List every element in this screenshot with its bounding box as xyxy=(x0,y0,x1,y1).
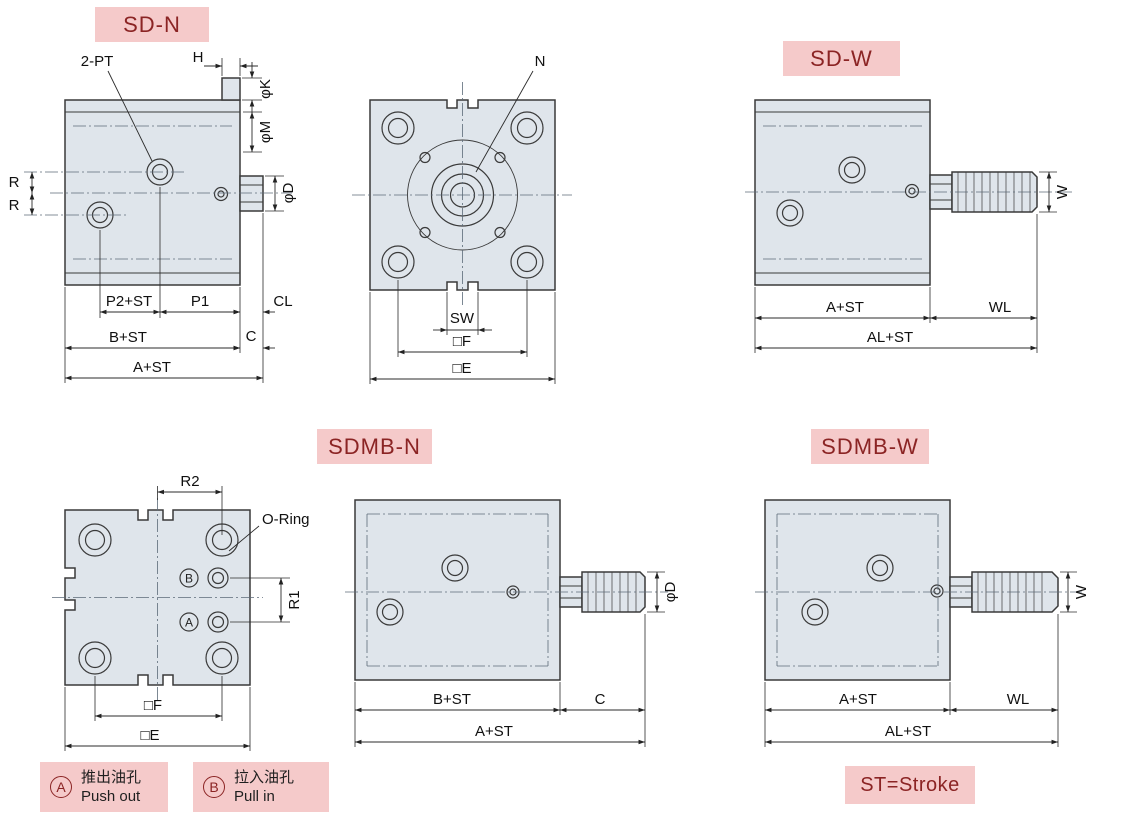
dim-label-b-st: B+ST xyxy=(433,691,471,708)
legend-pull-in: B 拉入油孔 Pull in xyxy=(193,762,329,812)
center-lines xyxy=(52,498,263,700)
title-sd-n: SD-N xyxy=(95,7,209,42)
threaded-rod xyxy=(951,171,1038,213)
dimension-lines xyxy=(29,58,284,383)
cylinder-body xyxy=(64,77,264,286)
sd-n-side-view: 2-PT H φK φM φD R R P2+ST P1 CL B+ST C A… xyxy=(9,49,297,383)
dim-label-a-st: A+ST xyxy=(826,299,864,316)
dim-label-o-ring: O-Ring xyxy=(262,511,310,528)
sd-w-side-view: W A+ST WL AL+ST xyxy=(745,99,1072,353)
dim-label-wl: WL xyxy=(1007,691,1030,708)
dim-label-sq-e: □E xyxy=(452,360,471,377)
dimension-labels: R2 O-Ring R1 □F □E xyxy=(140,473,309,744)
dimension-labels: W A+ST WL AL+ST xyxy=(839,584,1090,740)
dim-label-al-st: AL+ST xyxy=(867,329,913,346)
title-sdmb-n-text: SDMB-N xyxy=(328,433,421,459)
dim-label-cl: CL xyxy=(273,293,292,310)
cylinder-body xyxy=(764,499,1059,681)
stroke-note-text: ST=Stroke xyxy=(860,773,960,796)
dimension-labels: 2-PT H φK φM φD R R P2+ST P1 CL B+ST C A… xyxy=(9,49,297,376)
dim-label-b-st: B+ST xyxy=(109,329,147,346)
legend-a-cn: 推出油孔 xyxy=(81,768,142,786)
dimension-labels: N SW □F □E xyxy=(450,53,546,377)
title-sdmb-w-text: SDMB-W xyxy=(821,433,919,459)
dim-label-w: W xyxy=(1054,184,1071,199)
dim-label-wl: WL xyxy=(989,299,1012,316)
center-lines xyxy=(352,82,572,308)
dim-label-sw: SW xyxy=(450,310,475,327)
dim-label-w: W xyxy=(1073,584,1090,599)
port-b-mark: B xyxy=(185,572,193,586)
oil-ports: B A xyxy=(179,567,229,633)
port-b-mark-circle xyxy=(179,568,199,588)
dim-label-sq-f: □F xyxy=(453,333,471,350)
legend-a-text: 推出油孔 Push out xyxy=(81,768,141,807)
dim-label-p2-st: P2+ST xyxy=(106,293,152,310)
center-lines xyxy=(24,125,292,260)
legend-push-out: A 推出油孔 Push out xyxy=(40,762,168,812)
center-lines xyxy=(345,513,668,667)
port-holes xyxy=(801,554,944,626)
center-lines xyxy=(745,125,1072,260)
dim-label-sq-e: □E xyxy=(140,727,159,744)
legend-b-text: 拉入油孔 Pull in xyxy=(234,768,294,807)
port-a-mark-circle xyxy=(179,612,199,632)
mounting-holes xyxy=(381,111,544,279)
center-lines xyxy=(755,513,1082,667)
sdmb-n-side-view: φD B+ST C A+ST xyxy=(345,499,679,747)
cylinder-body xyxy=(354,499,646,681)
dim-label-c: C xyxy=(595,691,606,708)
dim-label-r2: R2 xyxy=(180,473,199,490)
port-holes xyxy=(776,156,920,227)
dim-label-n: N xyxy=(535,53,546,70)
title-sdmb-w: SDMB-W xyxy=(811,429,929,464)
legend-a-mark: A xyxy=(50,776,72,798)
title-sd-w-text: SD-W xyxy=(810,45,873,71)
dimension-lines xyxy=(764,571,1077,747)
dimension-lines xyxy=(354,571,665,747)
dim-label-a-st: A+ST xyxy=(133,359,171,376)
dim-label-al-st: AL+ST xyxy=(885,723,931,740)
cylinder-body xyxy=(754,99,1038,286)
dim-label-r1: R1 xyxy=(286,590,303,609)
title-sdmb-n: SDMB-N xyxy=(317,429,432,464)
dim-label-phi-d: φD xyxy=(280,183,297,204)
legend-a-letter: A xyxy=(56,779,66,795)
dim-label-a-st: A+ST xyxy=(475,723,513,740)
dimension-lines xyxy=(754,171,1057,353)
port-a-mark: A xyxy=(185,616,193,630)
sd-front-view: N SW □F □E xyxy=(352,53,572,384)
dim-label-p1: P1 xyxy=(191,293,209,310)
dimension-labels: φD B+ST C A+ST xyxy=(433,582,679,740)
dimension-lines xyxy=(64,486,290,751)
legend-a-en: Push out xyxy=(81,788,141,805)
legend-b-letter: B xyxy=(209,779,219,795)
legend-b-cn: 拉入油孔 xyxy=(234,768,295,786)
dim-label-c: C xyxy=(246,328,257,345)
sdmb-w-side-view: W A+ST WL AL+ST xyxy=(755,499,1090,747)
dim-label-h: H xyxy=(193,49,204,66)
legend-b-mark: B xyxy=(203,776,225,798)
stroke-note: ST=Stroke xyxy=(845,766,975,804)
title-sd-w: SD-W xyxy=(783,41,900,76)
dim-label-r-upper: R xyxy=(9,174,20,191)
dim-label-phi-d: φD xyxy=(662,582,679,603)
title-sd-n-text: SD-N xyxy=(123,11,181,37)
dim-label-sq-f: □F xyxy=(144,697,162,714)
dimension-lines xyxy=(369,70,556,384)
dim-label-phi-m: φM xyxy=(257,121,274,143)
dim-label-a-st: A+ST xyxy=(839,691,877,708)
dim-label-r-lower: R xyxy=(9,197,20,214)
mounting-holes xyxy=(78,523,239,675)
dimension-labels: W A+ST WL AL+ST xyxy=(826,184,1071,346)
legend-b-en: Pull in xyxy=(234,788,275,805)
dim-label-2pt: 2-PT xyxy=(81,53,114,70)
sdmb-n-bottom-view: B A R2 O-Rin xyxy=(52,473,310,751)
dim-label-phi-k: φK xyxy=(257,79,274,99)
